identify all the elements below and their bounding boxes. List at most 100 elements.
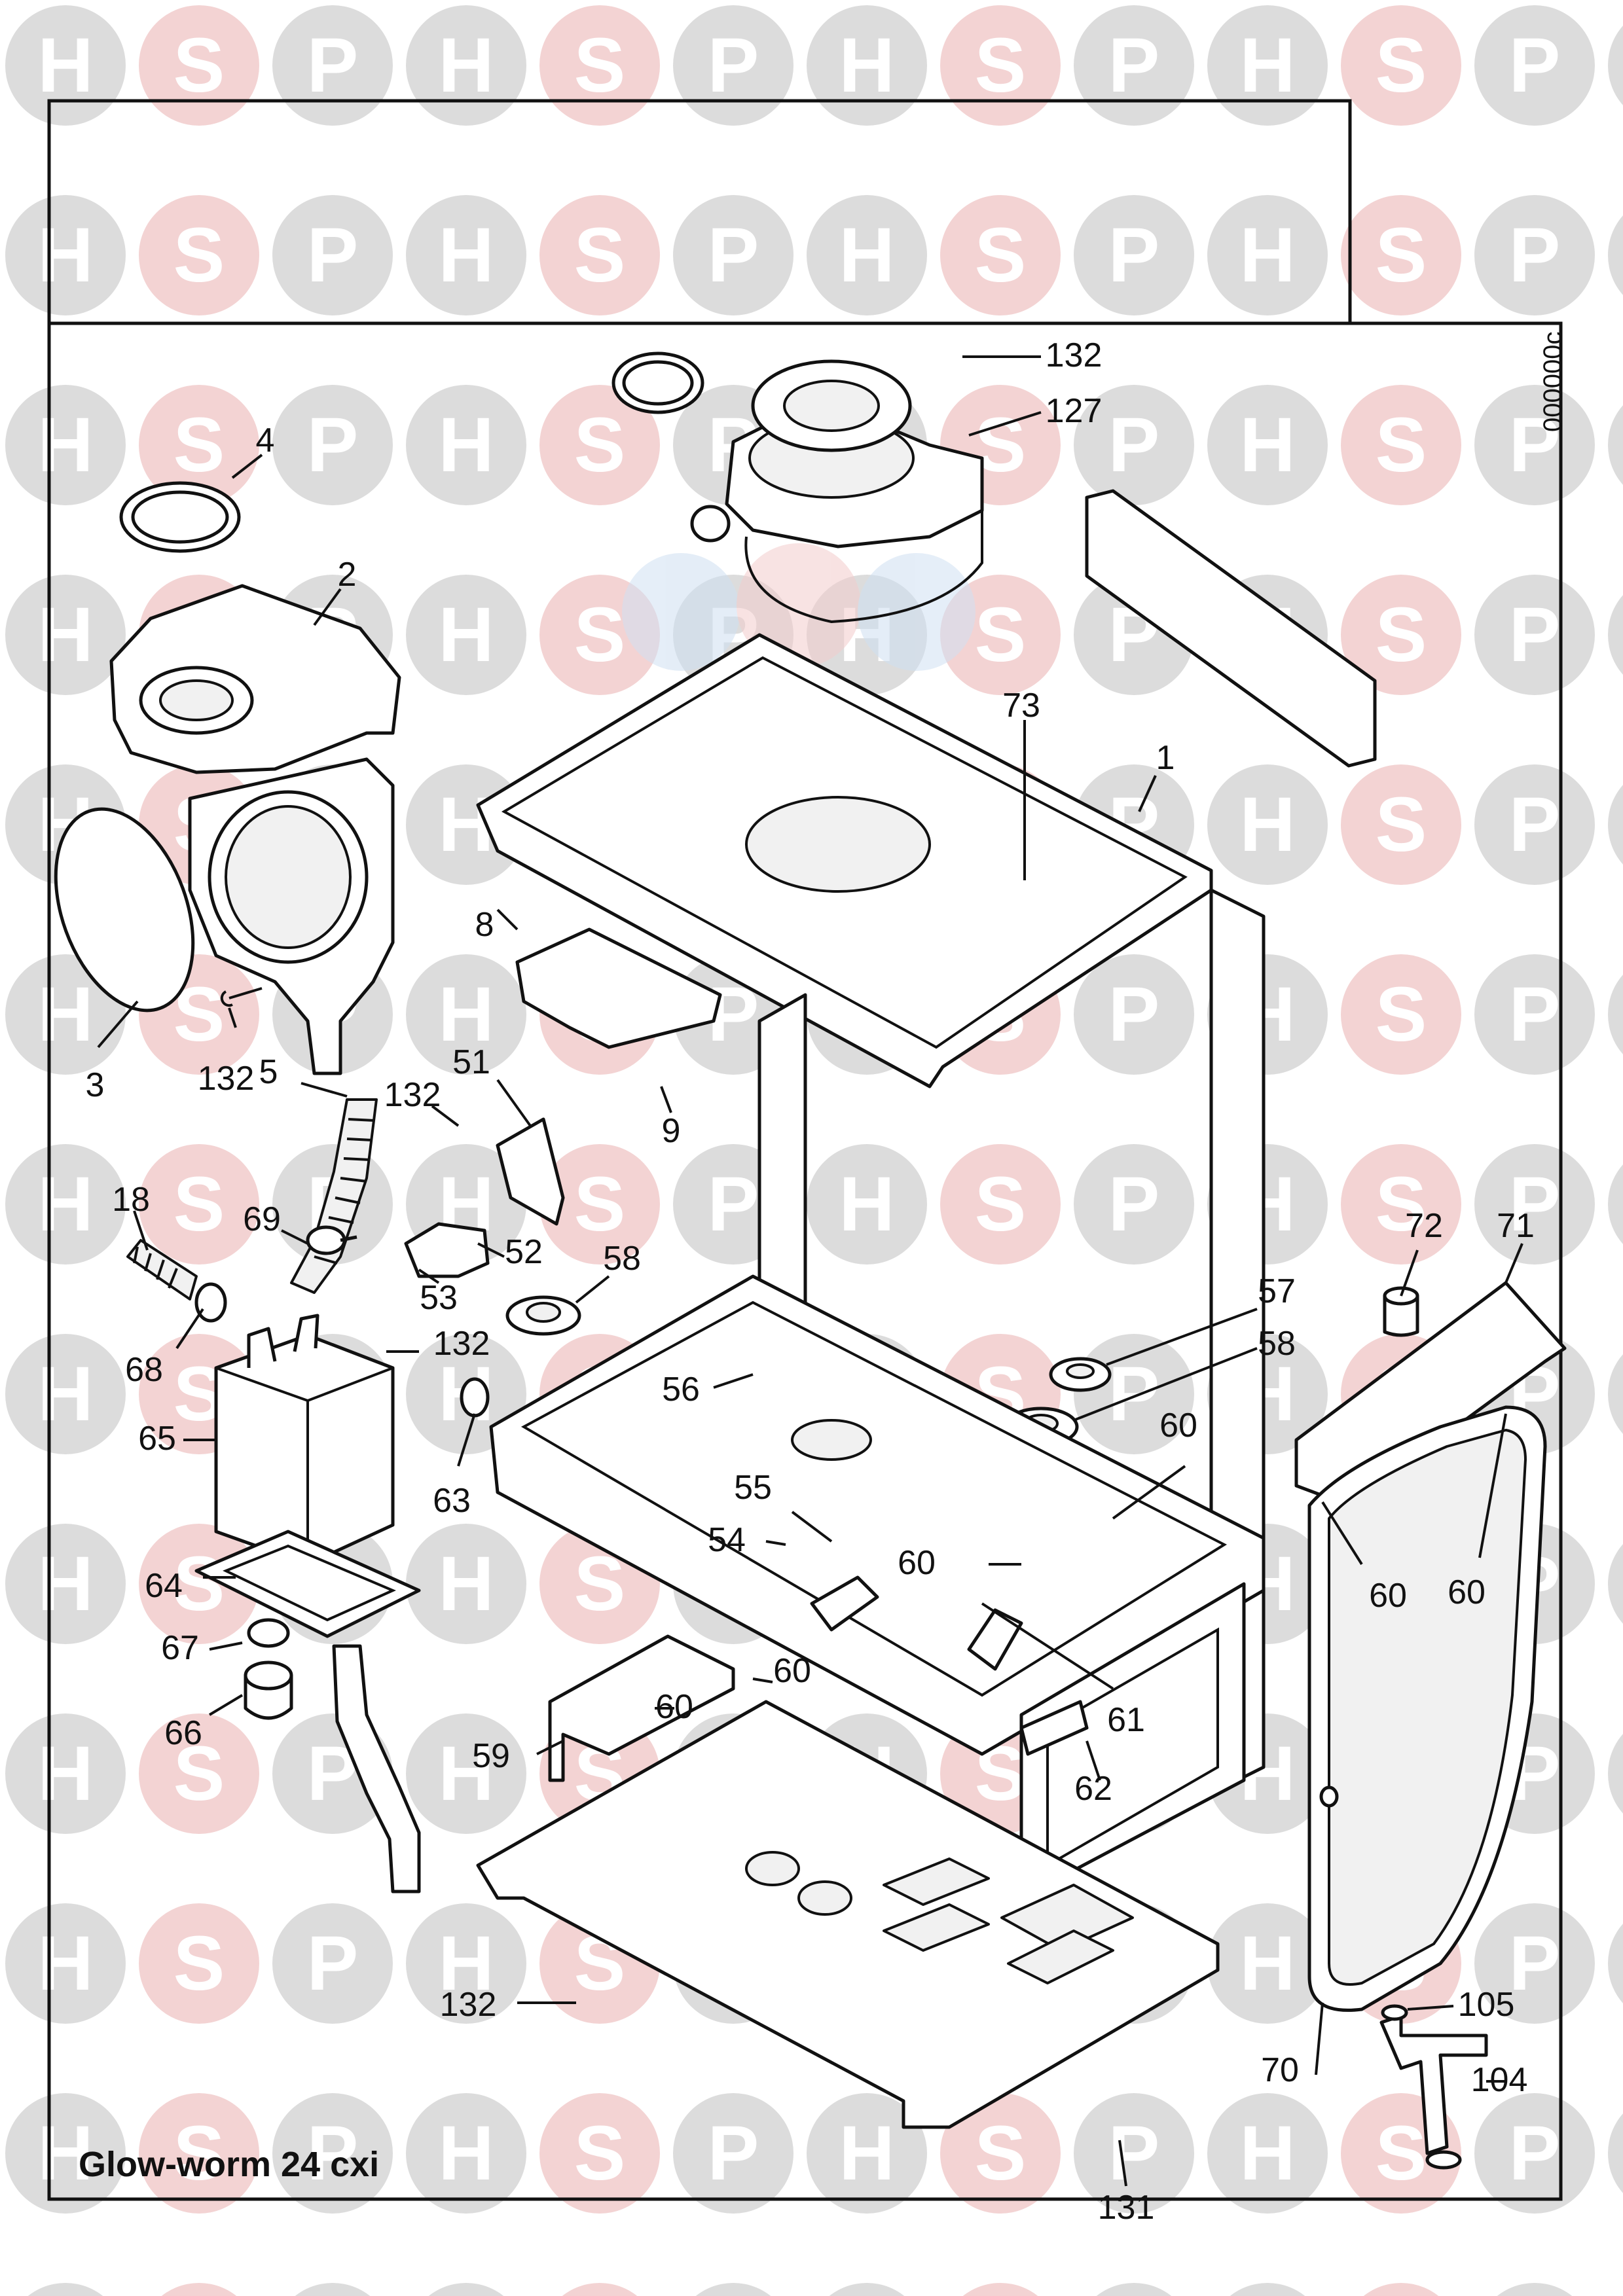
- watermark-circle: [1474, 764, 1595, 885]
- callout-label: 62: [1074, 1770, 1112, 1808]
- watermark-letter: P: [1108, 2110, 1160, 2197]
- callout-label: 131: [1098, 2189, 1155, 2227]
- watermark-circle: [1074, 5, 1194, 126]
- watermark-letter: P: [307, 2110, 359, 2197]
- watermark-letter: H: [37, 2110, 93, 2197]
- watermark-circle: [27, 2283, 103, 2296]
- condensate-pipe-part: [332, 1644, 421, 1893]
- watermark-letter: S: [574, 22, 626, 109]
- watermark-circle: [1608, 785, 1623, 865]
- callout-label: 132: [1046, 336, 1103, 374]
- watermark-letter: P: [307, 402, 359, 488]
- watermark-letter: S: [173, 402, 225, 488]
- watermark-circle: [1608, 1164, 1623, 1244]
- watermark-circle: [1207, 1903, 1328, 2024]
- watermark-circle: [272, 2093, 393, 2214]
- clip-part: [967, 1608, 1023, 1671]
- watermark-circle: [1474, 1903, 1595, 2024]
- watermark-letter: P: [708, 22, 759, 109]
- callout-label: 63: [433, 1482, 471, 1520]
- leader-lines: [97, 355, 1523, 2187]
- watermark-circle: [5, 575, 126, 695]
- watermark-circle: [295, 2283, 371, 2296]
- clip-part: [194, 1282, 227, 1323]
- callout-label: 60: [655, 1688, 693, 1726]
- bracket-part: [548, 1634, 735, 1782]
- clip-part: [810, 1575, 879, 1632]
- watermark-letter: S: [1376, 22, 1427, 109]
- watermark-circle: [539, 385, 660, 505]
- watermark-circle: [1207, 195, 1328, 315]
- watermark-letter: P: [1509, 971, 1561, 1058]
- wall-bracket-part: [1085, 489, 1377, 768]
- parts-drawing: [54, 351, 1567, 2170]
- watermark-letter: H: [1239, 402, 1295, 488]
- watermark-circle: [1341, 575, 1461, 695]
- watermark-circle: [5, 1903, 126, 2024]
- callout-label: 70: [1261, 2051, 1299, 2089]
- watermark-circle: [539, 1144, 660, 1265]
- watermark-letter: S: [173, 2110, 225, 2197]
- watermark-circle: [940, 195, 1061, 315]
- watermark-circle: [5, 385, 126, 505]
- watermark-circle: [406, 1713, 526, 1834]
- watermark-circle: [1608, 2283, 1623, 2296]
- watermark-letter: P: [1108, 212, 1160, 298]
- watermark-letter: H: [839, 1161, 894, 1247]
- watermark-circle: [807, 2093, 927, 2214]
- ignition-unit-part: [404, 1222, 490, 1278]
- watermark-letter: H: [438, 1920, 494, 2007]
- watermark-circle: [1474, 195, 1595, 315]
- callout-label: 54: [708, 1521, 746, 1559]
- watermark-circle: [406, 5, 526, 126]
- watermark-letter: S: [173, 1161, 225, 1247]
- nut-part: [244, 1660, 293, 1720]
- callout-label: 58: [603, 1240, 641, 1278]
- callout-label: 65: [138, 1420, 176, 1458]
- callout-label: 60: [898, 1544, 936, 1582]
- washer-part: [1425, 2150, 1462, 2170]
- watermark-letter: H: [438, 212, 494, 298]
- watermark-letter: P: [708, 1161, 759, 1247]
- callout-label: 60: [1369, 1577, 1407, 1615]
- watermark-circle: [695, 2283, 771, 2296]
- watermark-circle: [1608, 1734, 1623, 1814]
- callout-label: 66: [164, 1714, 202, 1752]
- watermark-circle: [406, 195, 526, 315]
- watermark-letter: S: [975, 212, 1027, 298]
- callout-label: 67: [161, 1629, 199, 1667]
- watermark-circle: [406, 1903, 526, 2024]
- watermark-circle: [1074, 2093, 1194, 2214]
- watermark-circle: [139, 1144, 259, 1265]
- watermark-circle: [1207, 2093, 1328, 2214]
- drawing-frame: [47, 321, 1563, 2201]
- watermark-circle: [139, 1524, 259, 1644]
- watermark-circle: [673, 2093, 793, 2214]
- watermark-letter: P: [307, 1920, 359, 2007]
- watermark-circle: [1074, 195, 1194, 315]
- watermark-letter: H: [37, 592, 93, 678]
- watermark-letter: P: [1509, 212, 1561, 298]
- watermark-circle: [1341, 5, 1461, 126]
- watermark-letter: S: [975, 2110, 1027, 2197]
- watermark-circle: [962, 2283, 1038, 2296]
- watermark-circle: [539, 195, 660, 315]
- watermark-circle: [539, 5, 660, 126]
- watermark-circle: [807, 195, 927, 315]
- watermark-letter: P: [1509, 22, 1561, 109]
- expansion-vessel-part: [1307, 1405, 1547, 2012]
- callout-label: 71: [1497, 1207, 1535, 1245]
- watermark-circle: [1207, 385, 1328, 505]
- watermark-letter: S: [173, 1541, 225, 1627]
- watermark-letter: S: [1376, 592, 1427, 678]
- watermark-letter: H: [839, 2110, 894, 2197]
- flue-adaptor-part: [611, 351, 984, 624]
- callout-label: 60: [773, 1652, 811, 1690]
- watermark-circle: [5, 1334, 126, 1454]
- callout-label: 60: [1448, 1573, 1486, 1611]
- watermark-letter: P: [1108, 971, 1160, 1058]
- callout-label: 2: [338, 556, 357, 594]
- watermark-circle: [807, 1144, 927, 1265]
- watermark-circle: [1608, 975, 1623, 1054]
